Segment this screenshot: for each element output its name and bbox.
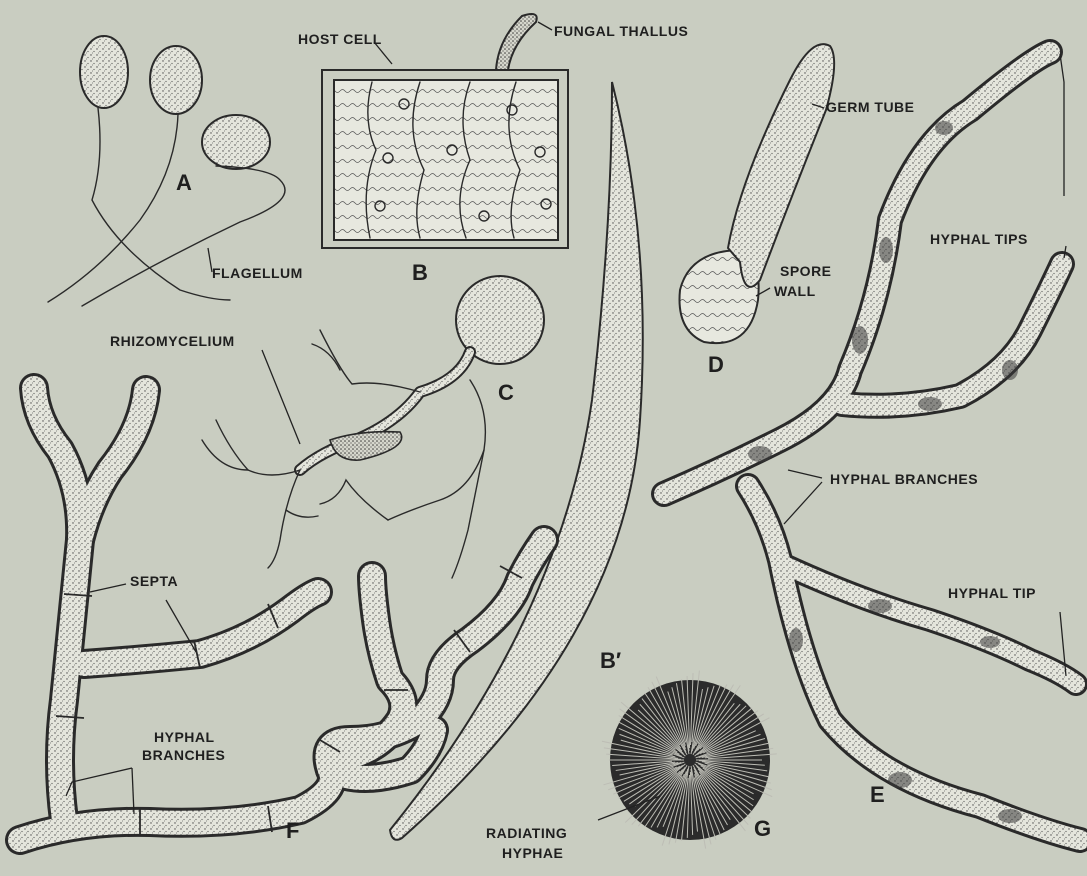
hyphal-tip-label: HYPHAL TIP bbox=[948, 585, 1036, 601]
rhizomycelium-leader bbox=[262, 350, 300, 444]
hypha-fill bbox=[20, 540, 544, 840]
flagellum-2 bbox=[48, 114, 178, 302]
rhizoid bbox=[320, 480, 388, 520]
hyphal-branches-e-leader bbox=[788, 470, 822, 478]
hypha-fill bbox=[80, 390, 146, 540]
hyphal-branches-f-label-line1: HYPHAL bbox=[154, 729, 215, 745]
panel-c-rhizomycelium: RHIZOMYCELIUM C bbox=[110, 276, 544, 578]
fungal-thallus bbox=[496, 14, 537, 70]
hyphal-branches-e-label: HYPHAL BRANCHES bbox=[830, 471, 978, 487]
zoospore-1 bbox=[80, 36, 128, 108]
hypha-outline bbox=[20, 540, 544, 840]
panel-label-c: C bbox=[498, 380, 514, 405]
panel-a-zoospores: A FLAGELLUM bbox=[48, 36, 303, 306]
panel-label-a: A bbox=[176, 170, 192, 195]
hypha-fill bbox=[84, 592, 318, 664]
hypha-fill bbox=[782, 564, 1076, 684]
germ-tube bbox=[728, 44, 834, 287]
panel-label-d: D bbox=[708, 352, 724, 377]
panel-label-e: E bbox=[870, 782, 885, 807]
panel-label-b-prime: B′ bbox=[600, 648, 621, 673]
rhizoid bbox=[312, 344, 340, 370]
rhizoid bbox=[268, 470, 300, 568]
hyphal-branches-f-label-line2: BRANCHES bbox=[142, 747, 225, 763]
fungal-thallus-leader bbox=[538, 22, 552, 30]
flagellum-label: FLAGELLUM bbox=[212, 265, 303, 281]
radiating-hyphae-label-line2: HYPHAE bbox=[502, 845, 563, 861]
radiating-hyphae-label-line1: RADIATING bbox=[486, 825, 567, 841]
zoospore-3 bbox=[202, 115, 270, 169]
panel-label-b: B bbox=[412, 260, 428, 285]
germ-tube-label: GERM TUBE bbox=[826, 99, 915, 115]
rhizoid bbox=[388, 380, 485, 520]
zoospore-2 bbox=[150, 46, 202, 114]
fungal-thallus-label: FUNGAL THALLUS bbox=[554, 23, 688, 39]
hyphal-tips-label: HYPHAL TIPS bbox=[930, 231, 1028, 247]
panel-label-g: G bbox=[754, 816, 771, 841]
rhizoid bbox=[286, 510, 318, 517]
spore-wall-label-line2: WALL bbox=[774, 283, 816, 299]
septa-leader-1 bbox=[90, 584, 126, 592]
rhizoid bbox=[452, 450, 484, 578]
septa-label: SEPTA bbox=[130, 573, 178, 589]
spore-wall-label-line1: SPORE bbox=[780, 263, 832, 279]
swelling bbox=[330, 432, 402, 461]
host-cell-label: HOST CELL bbox=[298, 31, 382, 47]
rhizomycelium-label: RHIZOMYCELIUM bbox=[110, 333, 235, 349]
hyphal-tips-leader bbox=[1060, 54, 1064, 196]
rhizoid bbox=[216, 420, 300, 475]
hyphal-branches-e-leader-2 bbox=[784, 482, 822, 524]
panel-label-f: F bbox=[286, 818, 299, 843]
rhizoid bbox=[202, 440, 248, 470]
